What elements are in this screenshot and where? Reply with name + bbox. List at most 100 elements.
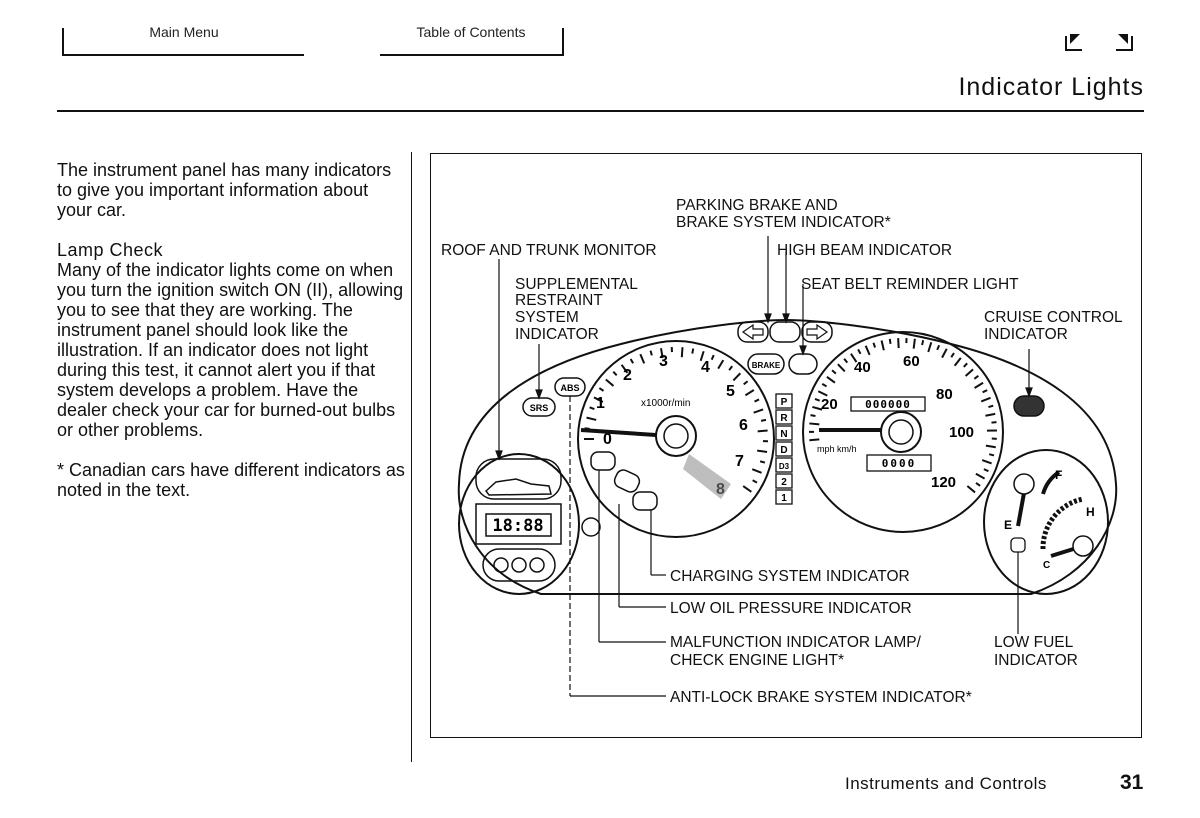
gauge-tick	[982, 389, 988, 394]
left-pod: 18:88	[458, 453, 580, 595]
gauge-tick	[826, 376, 836, 384]
label-srs-line1: SUPPLEMENTAL	[515, 276, 638, 293]
gauge-tick	[857, 348, 862, 355]
gauge-tick	[991, 421, 997, 424]
brake-badge: BRAKE	[752, 361, 781, 370]
gauge-tick	[612, 370, 618, 377]
svg-text:E: E	[1004, 518, 1012, 532]
label-seat-belt: SEAT BELT REMINDER LIGHT	[801, 276, 1019, 293]
gauge-tick	[620, 364, 629, 374]
svg-text:80: 80	[936, 386, 953, 403]
gauge-tick	[760, 418, 767, 422]
svg-text:R: R	[780, 413, 788, 424]
page-title: Indicator Lights	[958, 73, 1144, 101]
gauge-tick	[941, 348, 948, 359]
gear-indicator: P R N D D3 2 1	[775, 393, 793, 505]
table-of-contents-label: Table of Contents	[416, 24, 526, 40]
gauge-tick	[897, 338, 900, 349]
gauge-tick	[754, 398, 760, 403]
svg-text:20: 20	[821, 396, 838, 413]
speedometer: 20 40 60 80 100 120 000000 0000 mph km/h	[802, 331, 1004, 533]
abs-badge: ABS	[560, 383, 579, 393]
next-page-icon[interactable]	[1114, 30, 1134, 52]
gauge-tick	[975, 472, 986, 480]
odometer: 000000	[865, 398, 911, 411]
gauge-tick	[985, 412, 996, 417]
gauge-tick	[757, 449, 768, 453]
tach-number: 7	[735, 453, 744, 470]
gauge-tick	[742, 485, 752, 493]
gauge-tick	[809, 422, 820, 426]
svg-text:120: 120	[931, 474, 956, 491]
svg-text:P: P	[781, 397, 788, 408]
intro-paragraph: The instrument panel has many indicators…	[57, 160, 392, 220]
instrument-panel-figure: 18:88 0 1 2 3 4 5 6 7 8 x1000r/min	[430, 153, 1142, 738]
lamp-check-heading: Lamp Check	[57, 240, 164, 260]
gauge-tick	[831, 369, 837, 375]
srs-badge: SRS	[530, 403, 549, 413]
speed-unit: mph km/h	[817, 444, 857, 454]
svg-text:F: F	[1055, 468, 1062, 482]
svg-text:2: 2	[781, 477, 787, 488]
gauge-tick	[649, 350, 653, 356]
label-srs-line3: SYSTEM	[515, 309, 579, 326]
tach-number: 6	[739, 417, 748, 434]
tach-unit: x1000r/min	[641, 398, 690, 409]
gauge-tick	[850, 353, 858, 363]
fuel-temperature-gauge: F E H C	[983, 449, 1109, 595]
gauge-tick	[953, 357, 962, 367]
gauge-tick	[888, 338, 892, 345]
label-parking-brake-line2: BRAKE SYSTEM INDICATOR*	[676, 214, 891, 231]
gauge-tick	[912, 338, 916, 349]
gauge-tick	[752, 479, 758, 484]
title-divider	[57, 110, 1144, 112]
brake-indicator-icon	[747, 353, 785, 375]
main-menu-label: Main Menu	[149, 24, 219, 40]
gauge-tick	[966, 485, 976, 494]
gauge-tick	[975, 482, 981, 487]
gauge-tick	[743, 380, 749, 386]
left-turn-signal-icon	[737, 321, 769, 343]
tach-number: 5	[726, 383, 735, 400]
body-text: The instrument panel has many indicators…	[57, 160, 407, 520]
svg-text:N: N	[780, 429, 787, 440]
battery-icon	[632, 491, 658, 511]
label-mil-line2: CHECK ENGINE LIGHT*	[670, 652, 844, 669]
gauge-tick	[812, 405, 823, 411]
gauge-tick	[988, 453, 995, 457]
label-srs-line2: RESTRAINT	[515, 292, 603, 309]
page-number: 31	[1120, 771, 1144, 794]
gauge-tick	[950, 352, 955, 358]
svg-text:60: 60	[903, 353, 920, 370]
gauge-tick	[691, 348, 695, 354]
label-low-fuel-line1: LOW FUEL	[994, 634, 1074, 651]
svg-text:D: D	[780, 445, 787, 456]
gauge-tick	[629, 358, 634, 364]
gauge-tick	[864, 345, 871, 356]
tach-number: 1	[596, 395, 605, 412]
gauge-tick	[744, 389, 755, 397]
gauge-tick	[639, 353, 646, 364]
label-cruise-line1: CRUISE CONTROL	[984, 309, 1123, 326]
gauge-tick	[809, 438, 820, 442]
svg-text:H: H	[1086, 505, 1095, 519]
gauge-tick	[605, 378, 615, 387]
table-of-contents-button[interactable]: Table of Contents	[380, 24, 564, 56]
svg-text:D3: D3	[779, 462, 790, 471]
trip-meter: 0000	[882, 457, 917, 470]
previous-page-icon[interactable]	[1064, 30, 1084, 52]
gauge-tick	[988, 404, 994, 409]
label-high-beam: HIGH BEAM INDICATOR	[777, 242, 952, 259]
gauge-tick	[974, 381, 984, 389]
tach-number: 4	[701, 359, 710, 376]
main-menu-button[interactable]: Main Menu	[62, 24, 304, 56]
svg-text:100: 100	[949, 424, 974, 441]
gauge-tick	[817, 390, 828, 397]
gauge-tick	[983, 468, 989, 473]
gauge-tick	[753, 408, 764, 414]
car-silhouette-icon	[484, 478, 552, 496]
label-abs: ANTI-LOCK BRAKE SYSTEM INDICATOR*	[670, 689, 972, 706]
tachometer: 0 1 2 3 4 5 6 7 8 x1000r/min	[577, 340, 775, 538]
fuel-pump-icon	[1010, 537, 1026, 553]
gauge-tick	[732, 372, 742, 382]
